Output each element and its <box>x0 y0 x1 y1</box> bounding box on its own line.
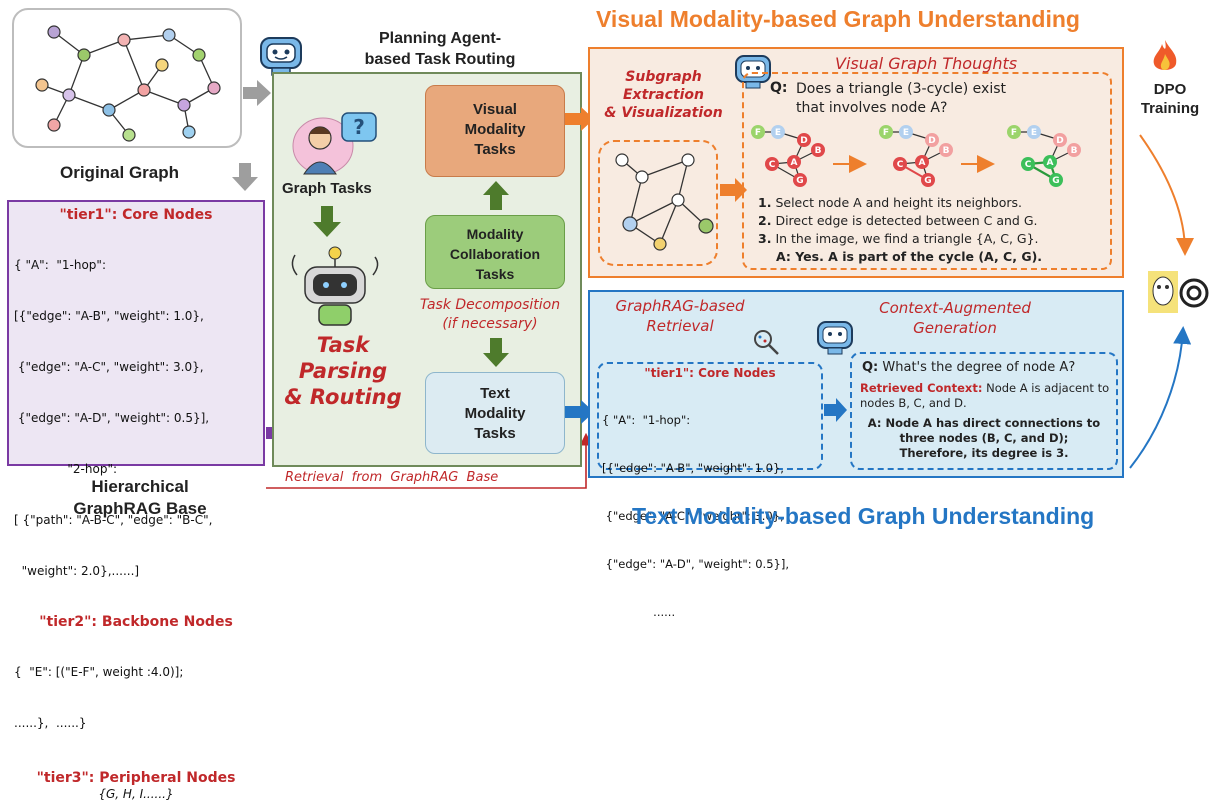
subgraph-label: Subgraph Extraction & Visualization <box>604 69 723 121</box>
node-label: E <box>775 128 781 138</box>
node-label: E <box>903 128 909 138</box>
visual-q-prefix: Q: <box>770 80 788 96</box>
retrieval-tier1-label: "tier1": Core Nodes <box>644 366 776 380</box>
gray-arrow-down <box>232 163 258 191</box>
task-decomposition-label: Task Decomposition (if necessary) <box>419 297 561 332</box>
node-label: B <box>943 146 950 156</box>
tier2-lines: { "E": [("E-F", weight :4.0)]; ......}, … <box>9 630 263 766</box>
orange-arrow <box>565 107 594 131</box>
node-label: F <box>883 128 889 138</box>
visual-heading: Visual Modality-based Graph Understandin… <box>596 6 1080 32</box>
context-question-row: Q: What's the degree of node A? <box>852 354 1116 375</box>
step-1: 1. Select node A and height its neighbor… <box>758 195 1022 210</box>
visual-thoughts-title: Visual Graph Thoughts <box>835 54 1018 73</box>
node-label: G <box>1052 176 1059 186</box>
router-robot-icon <box>285 245 385 333</box>
green-arrow-up <box>483 181 509 210</box>
node-label: B <box>1071 146 1078 156</box>
text-heading: Text Modality-based Graph Understanding <box>632 503 1095 529</box>
green-arrow-down <box>313 206 341 237</box>
orange-arrow-2 <box>720 178 747 202</box>
code-line: { "A": "1-hop": <box>14 258 106 272</box>
node-label: A <box>1047 158 1054 168</box>
context-question: What's the degree of node A? <box>882 360 1076 375</box>
tier2-label: "tier2": Backbone Nodes <box>39 614 233 630</box>
retrieved-context: Retrieved Context: Node A is adjacent to… <box>852 375 1116 411</box>
context-augmented-title: Context-Augmented Generation <box>879 299 1031 337</box>
step-2: 2. Direct edge is detected between C and… <box>758 213 1038 228</box>
text-panel <box>588 290 1124 478</box>
context-answer: A: Node A has direct connections to thre… <box>867 416 1101 460</box>
code-line: [{"edge": "A-B", "weight": 1.0}, <box>14 309 204 323</box>
code-line: {"edge": "A-D", "weight": 0.5}], <box>602 557 789 571</box>
node-label: E <box>1031 128 1037 138</box>
blue-arrow-2 <box>824 398 847 422</box>
person-thinking-icon: ? <box>290 108 380 178</box>
collab-tasks-box: Modality Collaboration Tasks <box>425 215 565 289</box>
node-label: G <box>796 176 803 186</box>
subgraph-box <box>598 140 718 266</box>
robot-icon <box>258 32 304 76</box>
step-3: 3. In the image, we find a triangle {A, … <box>758 231 1039 246</box>
code-line: { "E": [("E-F", weight :4.0)]; <box>14 665 184 679</box>
visual-thoughts-box <box>742 72 1112 270</box>
tier3-label: "tier3": Peripheral Nodes <box>36 770 236 786</box>
node-label: C <box>769 160 776 170</box>
svg-text:?: ? <box>353 115 365 139</box>
code-line: {"edge": "A-C", "weight": 3.0}, <box>602 509 784 523</box>
dpo-label: DPO Training <box>1140 81 1200 117</box>
graphrag-retrieval-title: GraphRAG-based Retrieval <box>615 297 745 335</box>
node-label: F <box>755 128 761 138</box>
visual-tasks-box: Visual Modality Tasks <box>425 85 565 177</box>
tier3-line: {G, H, I......} <box>98 787 174 801</box>
original-graph-label: Original Graph <box>60 163 180 182</box>
model-logos <box>1148 255 1212 325</box>
original-graph-box <box>12 8 242 148</box>
node-label: A <box>919 158 926 168</box>
code-line: [{"edge": "A-B", "weight": 1.0}, <box>602 461 784 475</box>
green-arrow-down-2 <box>483 338 509 367</box>
robot-icon-text <box>816 318 854 356</box>
code-line: "weight": 2.0},......] <box>14 564 140 578</box>
retrieved-text: Node A is adjacent to nodes B, C, and D. <box>860 381 1110 410</box>
gray-arrow-right <box>243 80 271 106</box>
retrieved-label: Retrieved Context: <box>860 381 983 395</box>
text-tasks-box: Text Modality Tasks <box>425 372 565 454</box>
code-line: "2-hop": <box>14 462 118 476</box>
code-line: {"edge": "A-D", "weight": 0.5}], <box>14 411 210 425</box>
code-line: { "A": "1-hop": <box>602 413 691 427</box>
graph-tasks-label: Graph Tasks <box>282 180 372 197</box>
node-label: D <box>928 136 935 146</box>
hierarchical-base-panel: "tier1": Core Nodes { "A": "1-hop": [{"e… <box>7 200 265 801</box>
visual-answer: A: Yes. A is part of the cycle (A, C, G)… <box>776 249 1043 264</box>
context-q-prefix: Q: <box>862 360 879 375</box>
magnifier-icon <box>752 328 780 356</box>
code-line: {"edge": "A-C", "weight": 3.0}, <box>14 360 204 374</box>
retrieval-from-label: Retrieval from GraphRAG Base <box>285 470 499 485</box>
hierarchical-base-label: Hierarchical GraphRAG Base <box>73 477 207 518</box>
node-label: B <box>815 146 822 156</box>
node-label: G <box>924 176 931 186</box>
visual-steps: 1. Select node A and height its neighbor… <box>758 194 1042 266</box>
tier1-label: "tier1": Core Nodes <box>59 207 213 223</box>
context-box: Q: What's the degree of node A? Retrieve… <box>850 352 1118 470</box>
node-label: F <box>1011 128 1017 138</box>
fire-icon <box>1150 38 1180 74</box>
planning-title: Planning Agent- based Task Routing <box>364 30 516 68</box>
blue-arrow <box>565 400 594 424</box>
node-label: D <box>800 136 807 146</box>
reasoning-graphs: F E D A B C G F E D A B C G F E D A B C G <box>751 125 1081 187</box>
node-label: C <box>1025 160 1032 170</box>
node-label: C <box>897 160 904 170</box>
task-parsing-label: Task Parsing & Routing <box>284 333 402 409</box>
node-label: D <box>1056 136 1063 146</box>
tier1-lines: { "A": "1-hop": [{"edge": "A-B", "weight… <box>9 223 263 614</box>
visual-question: Does a triangle (3-cycle) exist that inv… <box>796 81 1006 116</box>
original-graph-svg <box>35 25 221 142</box>
node-label: A <box>791 158 798 168</box>
code-line: ......}, ......} <box>14 716 87 730</box>
code-line: [ {"path": "A-B-C", "edge": "B-C", <box>14 513 213 527</box>
retrieval-box: "tier1": Core Nodes { "A": "1-hop": [{"e… <box>597 362 823 619</box>
code-line: ...... <box>602 605 676 619</box>
